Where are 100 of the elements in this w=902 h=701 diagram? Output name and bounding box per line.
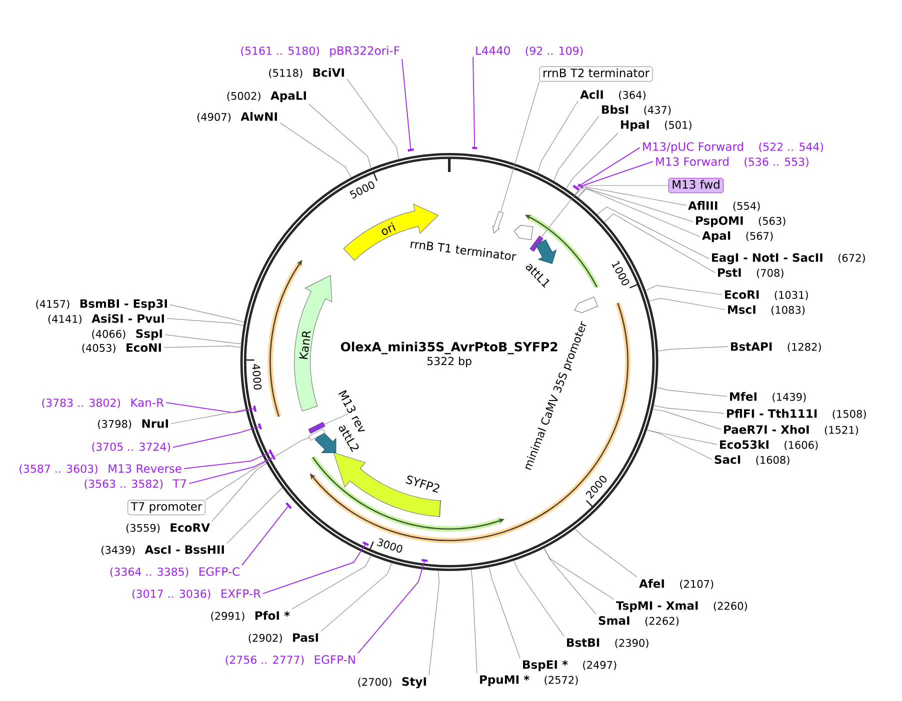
feature-label-box: T7 promoter: [128, 500, 206, 516]
enzyme-name: PpuMI *: [480, 675, 530, 686]
feature-label-box: rrnB T2 terminator: [539, 66, 653, 82]
cut-position: (672): [838, 254, 865, 264]
primer-range: (2756 .. 2777): [226, 655, 304, 666]
leader-line: [500, 81, 540, 212]
primer-range: (3563 .. 3582): [84, 479, 162, 490]
feature-bar: [530, 236, 544, 252]
leader-line: [324, 414, 348, 425]
cut-position: (3439): [102, 546, 135, 556]
enzyme-name: AscI - BssHII: [144, 545, 224, 554]
leader-line: [653, 405, 724, 414]
primer-name: M13/pUC Forward: [643, 142, 744, 154]
enzyme-name: AfeI: [639, 578, 664, 588]
leader-line: [346, 78, 400, 160]
cut-position: (3798): [98, 420, 132, 430]
leader-line: [554, 116, 600, 182]
primer-range: (522 .. 544): [759, 142, 824, 152]
enzyme-name: SmaI: [598, 616, 630, 625]
primer-range: (5161 .. 5180): [241, 46, 319, 56]
enzyme-name: PaeR7I - XhoI: [724, 424, 809, 434]
leader-line: [470, 570, 478, 674]
cut-position: (4907): [197, 112, 231, 122]
leader-line: [656, 387, 728, 397]
leader-line: [164, 334, 242, 344]
primer-range: (3017 .. 3036): [132, 589, 210, 600]
primer-mark: [472, 146, 478, 150]
leader-line: [658, 346, 728, 352]
enzyme-name: BspEI *: [523, 660, 568, 672]
primer-range: (3783 .. 3802): [42, 398, 120, 408]
cut-position: (1083): [771, 306, 805, 316]
leader-line: [184, 452, 270, 469]
cut-position: (1608): [756, 456, 790, 466]
enzyme-name: PstI: [718, 268, 741, 277]
enzyme-name: AsiSI - PvuI: [92, 314, 164, 323]
cut-position: (501): [665, 120, 692, 130]
primer-range: (3364 .. 3385): [110, 567, 188, 578]
primer-mark: [253, 406, 257, 412]
leader-line: [537, 100, 578, 173]
enzyme-name: SspI: [136, 329, 162, 340]
primer-name: pBR322ori-F: [330, 46, 400, 58]
enzyme-name: AclI: [580, 90, 603, 99]
leader-line: [645, 285, 722, 295]
primer-range: (92 .. 109): [526, 46, 583, 56]
primer-name: T7: [172, 479, 186, 488]
feature-block: [492, 211, 504, 234]
cut-position: (2107): [680, 580, 714, 590]
leader-line: [578, 188, 700, 238]
enzyme-name: BciVI: [313, 68, 344, 77]
leader-line: [308, 104, 372, 168]
cut-position: (563): [758, 216, 786, 226]
cut-position: (2497): [583, 660, 616, 670]
primer-range: (3705 .. 3724): [92, 442, 170, 452]
leader-line: [170, 304, 244, 322]
primer-name: EGFP-N: [314, 655, 355, 664]
enzyme-name: TspMI - XmaI: [616, 601, 698, 612]
enzyme-name: MscI: [728, 305, 756, 314]
enzyme-name: PasI: [293, 633, 318, 642]
primer-name: Kan-R: [131, 398, 164, 407]
leader-line: [574, 186, 686, 206]
feature-label: SYFP2: [406, 476, 440, 493]
leader-line: [652, 408, 722, 430]
primer-mark: [578, 184, 584, 189]
leader-line: [205, 437, 310, 500]
scale-label: 1000: [612, 260, 630, 286]
leader-line: [578, 188, 694, 222]
feature-label-box: M13 fwd: [668, 178, 724, 194]
cut-position: (4157): [36, 300, 70, 310]
enzyme-name: EcoRV: [170, 523, 210, 532]
cut-position: (364): [619, 90, 646, 100]
leader-line: [582, 160, 654, 186]
primer-name: EGFP-C: [199, 567, 240, 576]
leader-line: [358, 561, 425, 654]
enzyme-name: BstAPI: [731, 342, 772, 351]
leader-line: [170, 408, 246, 424]
enzyme-name: BbsI: [602, 105, 628, 114]
leader-line: [514, 560, 564, 637]
cut-position: (1031): [774, 290, 808, 300]
leader-line: [646, 430, 718, 445]
cut-position: (4066): [92, 330, 126, 340]
primer-name: EXFP-R: [222, 589, 261, 598]
enzyme-name: Eco53kI: [720, 440, 768, 449]
leader-line: [646, 430, 712, 460]
cut-position: (1282): [788, 342, 821, 352]
primer-mark: [258, 423, 262, 430]
leader-line: [596, 206, 710, 259]
primer-mark: [572, 184, 580, 191]
cut-position: (708): [756, 268, 784, 278]
cut-position: (2902): [248, 634, 282, 644]
primer-mark: [268, 449, 273, 456]
cut-position: (2390): [615, 638, 648, 648]
plasmid-size: 5322 bp: [427, 356, 472, 368]
leader-line: [428, 570, 440, 676]
cut-position: (2260): [714, 602, 747, 612]
leader-line: [212, 463, 267, 522]
primer-name: L4440: [476, 46, 510, 55]
leader-line: [292, 555, 372, 610]
cut-position: (1508): [832, 410, 866, 420]
cut-position: (1439): [772, 392, 806, 402]
leader-line: [320, 562, 392, 632]
